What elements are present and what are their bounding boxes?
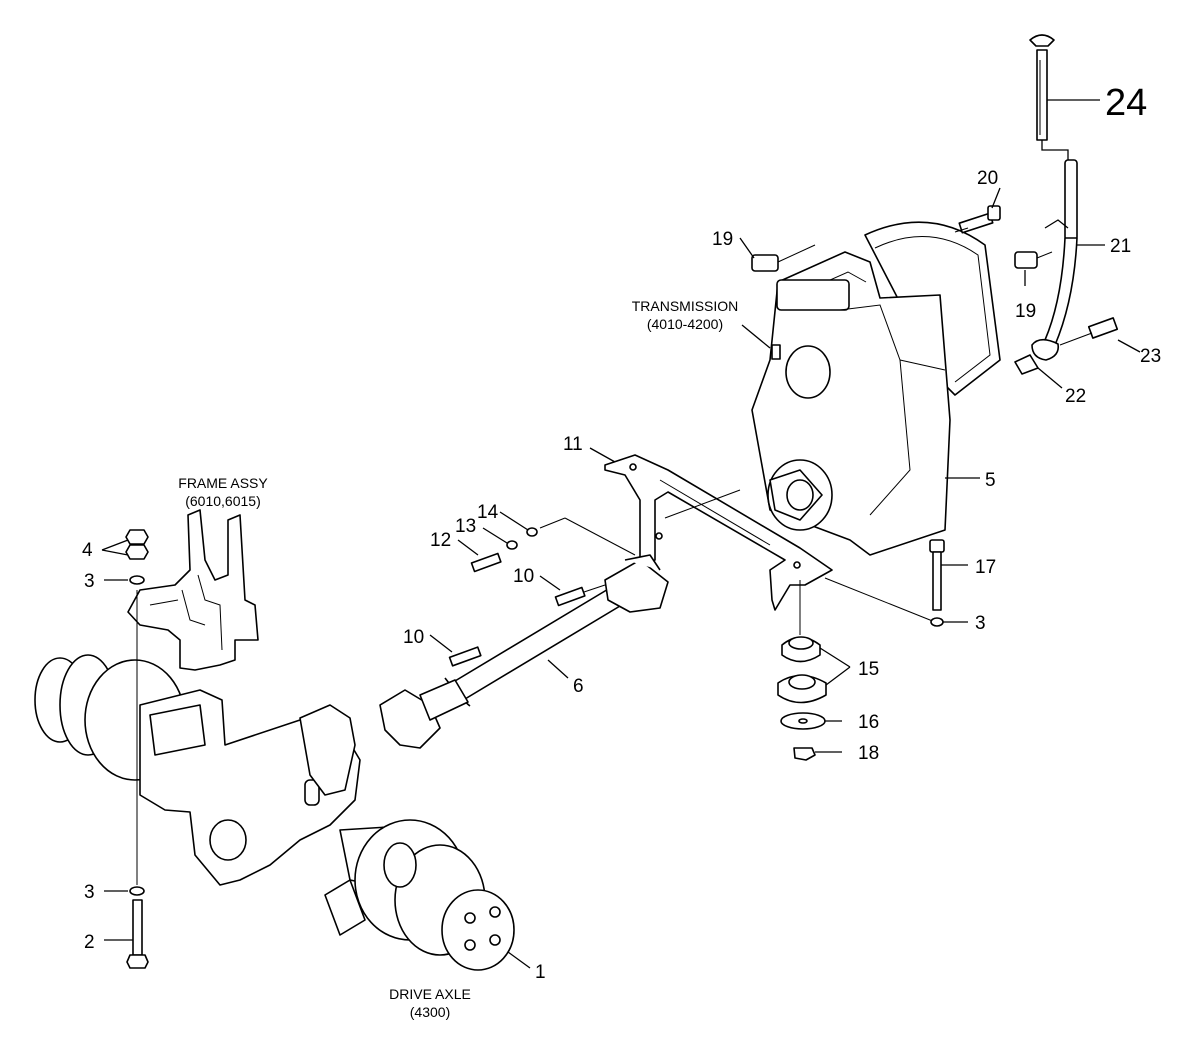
frame-assy-label: FRAME ASSY (178, 475, 268, 491)
callout-16: 16 (858, 712, 879, 733)
callout-10-upper: 10 (513, 566, 534, 587)
callout-6: 6 (573, 676, 584, 697)
callout-5: 5 (985, 470, 996, 491)
callout-22: 22 (1065, 386, 1086, 407)
axle-mount-hardware (125, 529, 149, 969)
callout-11: 11 (563, 434, 583, 455)
callout-2: 2 (84, 932, 95, 953)
rubber-mounts (777, 539, 945, 761)
frame-assy (127, 509, 259, 671)
callout-3-upper: 3 (84, 571, 95, 592)
callout-20: 20 (977, 168, 998, 189)
frame-assy-code: (6010,6015) (185, 493, 261, 509)
callout-18: 18 (858, 743, 879, 764)
callout-14: 14 (477, 502, 499, 523)
mount-bracket (604, 454, 936, 635)
callout-12: 12 (430, 530, 451, 551)
callout-19-right: 19 (1015, 301, 1036, 322)
callout-19-left: 19 (712, 229, 733, 250)
callout-10-lower: 10 (403, 627, 424, 648)
transmission-code: (4010-4200) (647, 316, 723, 332)
leader-lines (101, 99, 1141, 969)
callout-21: 21 (1110, 236, 1131, 257)
callout-3-lower: 3 (84, 882, 95, 903)
callout-4: 4 (82, 540, 93, 561)
callout-17: 17 (975, 557, 996, 578)
transmission-label: TRANSMISSION (632, 298, 739, 314)
callout-numbers: 24 20 19 19 21 23 22 11 5 14 13 12 10 10… (82, 82, 1161, 983)
callout-13: 13 (455, 516, 476, 537)
callout-15: 15 (858, 659, 879, 680)
drive-shaft (379, 517, 669, 749)
assembly-labels: TRANSMISSION (4010-4200) FRAME ASSY (601… (178, 298, 738, 1020)
callout-23: 23 (1140, 346, 1161, 367)
callout-3-right: 3 (975, 613, 986, 634)
drive-axle-code: (4300) (410, 1004, 450, 1020)
dipstick-assembly (1014, 34, 1119, 375)
drive-axle-label: DRIVE AXLE (389, 986, 471, 1002)
callout-1: 1 (535, 962, 546, 983)
transmission-housing (751, 205, 1001, 556)
callout-24: 24 (1105, 82, 1147, 124)
drive-axle (34, 654, 515, 971)
